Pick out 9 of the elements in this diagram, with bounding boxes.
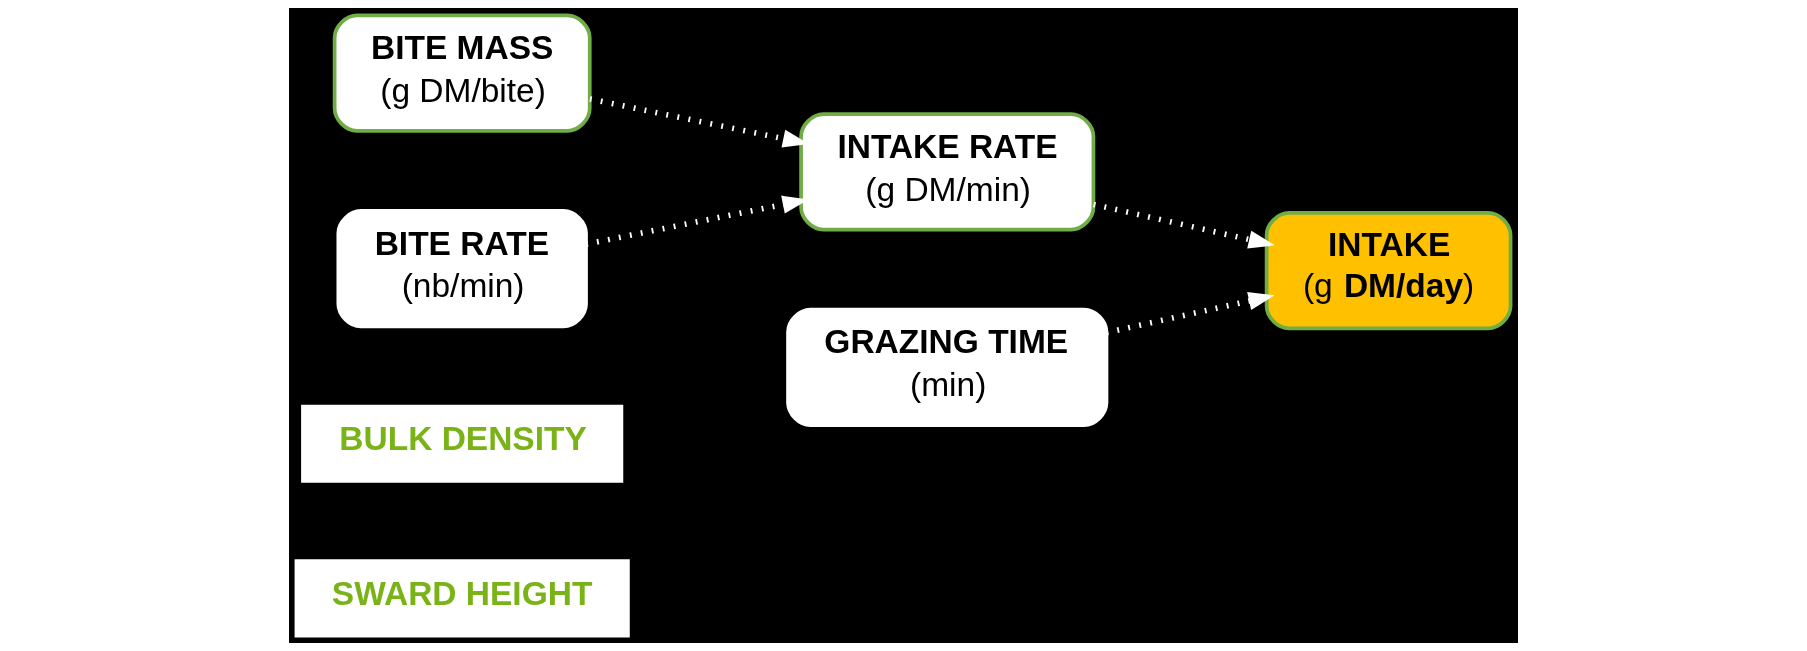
node-box: INTAKE RATE (g DM/min): [799, 112, 1096, 232]
arrow: [1105, 292, 1275, 336]
node-box: INTAKE (g DM/day): [1264, 211, 1513, 331]
node-box: SWARD HEIGHT: [294, 559, 630, 638]
node-box: BITE MASS (g DM/bite): [332, 13, 592, 133]
node-box: BITE RATE (nb/min): [336, 209, 588, 329]
node-box: BULK DENSITY: [301, 404, 624, 483]
node-box: GRAZING TIME (min): [786, 307, 1109, 427]
arrow: [1093, 201, 1275, 249]
